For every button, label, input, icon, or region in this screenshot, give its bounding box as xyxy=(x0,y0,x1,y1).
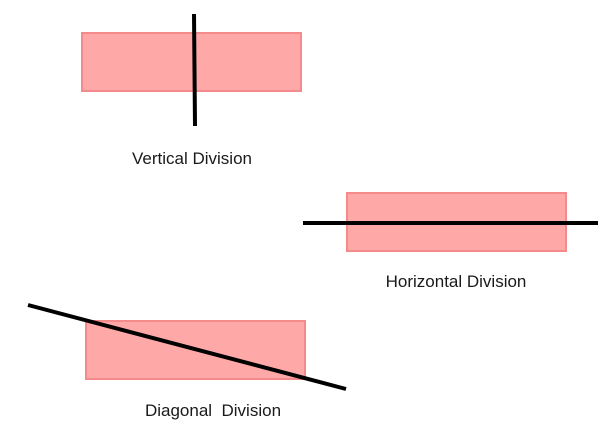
diagonal-division-panel: Diagonal Division xyxy=(27,303,347,420)
diagonal-division-line xyxy=(27,303,347,391)
horizontal-division-label: Horizontal Division xyxy=(386,272,527,291)
vertical-division-rectangle xyxy=(81,32,302,92)
vertical-division-label: Vertical Division xyxy=(132,149,252,168)
diagonal-division-label: Diagonal Division xyxy=(145,401,281,420)
vertical-division-panel: Vertical Division xyxy=(81,13,302,168)
vertical-division-line xyxy=(192,13,197,127)
horizontal-division-panel: Horizontal Division xyxy=(303,192,598,291)
